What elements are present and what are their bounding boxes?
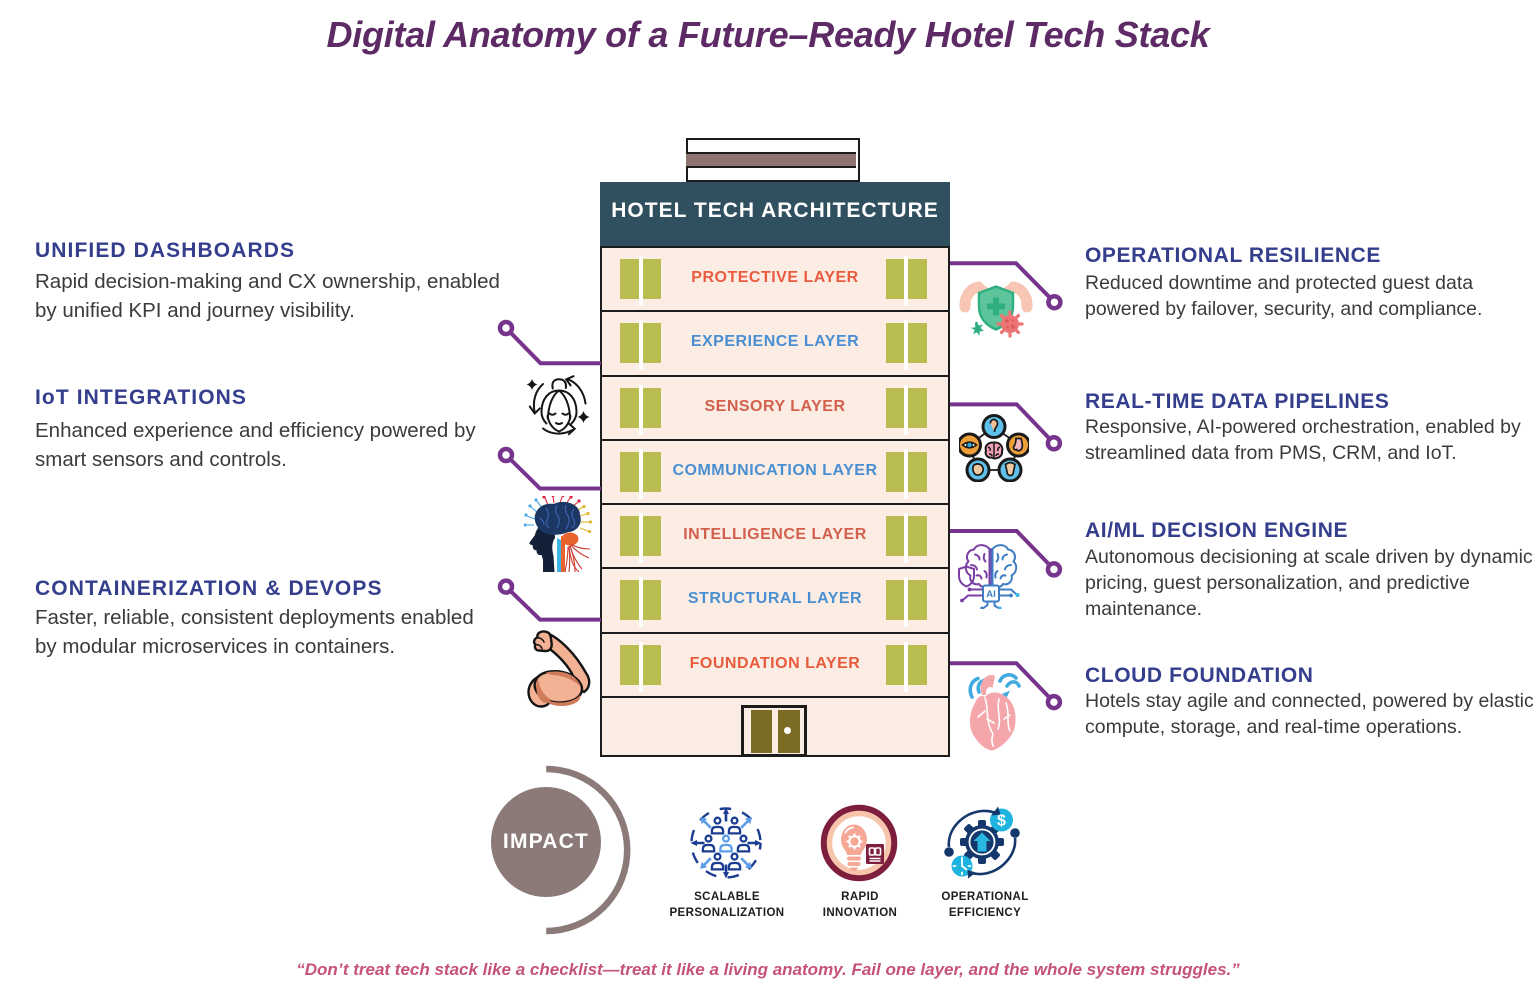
svg-text:AI: AI: [986, 589, 996, 600]
svg-text:$: $: [997, 813, 1006, 830]
